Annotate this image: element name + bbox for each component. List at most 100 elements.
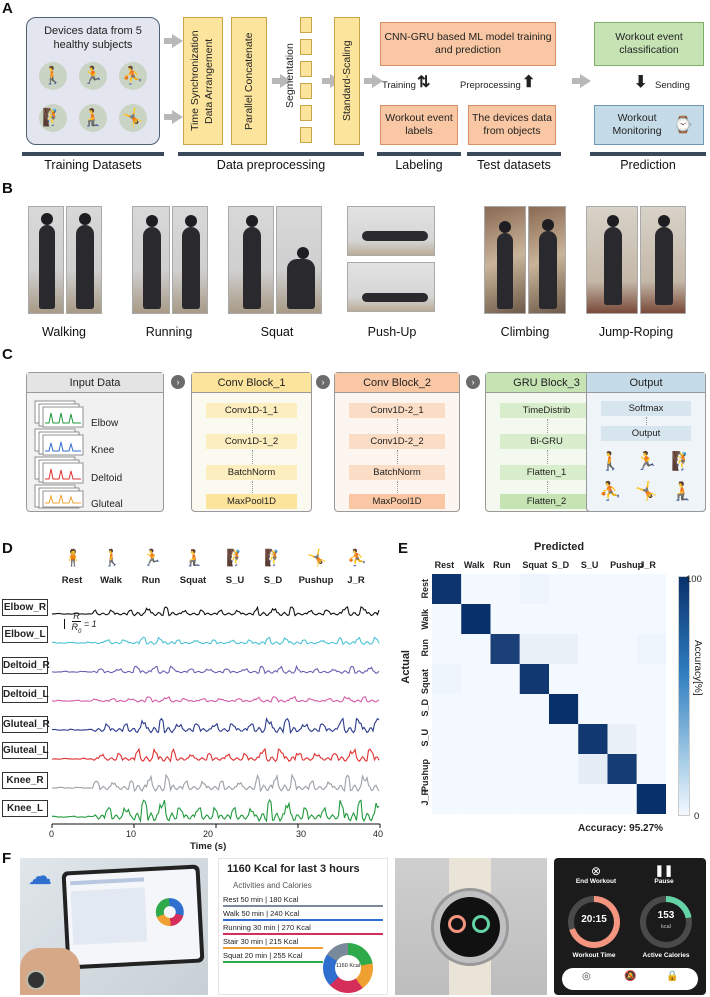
heatmap-cell xyxy=(549,784,579,814)
colorbar-min: 0 xyxy=(694,811,700,822)
running-photo xyxy=(172,206,208,314)
channel-label: Elbow xyxy=(91,418,119,429)
output-block-frame: Output Softmax Output 🚶 🏃 🧗 ⛹ 🤸 🧎 xyxy=(586,372,706,512)
heatmap-cell xyxy=(549,634,579,664)
activity-label: Pushup xyxy=(298,575,334,586)
segment xyxy=(300,127,312,143)
run-icon: 🏃 xyxy=(142,550,162,567)
layer: MaxPool1D xyxy=(349,494,445,509)
cloud-icon: ☁ xyxy=(28,863,52,890)
chevron-right-icon: › xyxy=(171,375,185,389)
signal-trace xyxy=(51,747,380,763)
monitoring-label: Workout Monitoring xyxy=(612,112,662,137)
section-label: Prediction xyxy=(620,158,676,172)
activity-label: Rest xyxy=(61,575,83,586)
jumprope-photo xyxy=(586,206,638,314)
formula-subscript: 0 xyxy=(78,628,82,635)
heatmap-y-tick: Squat xyxy=(420,669,430,695)
heatmap-cell xyxy=(636,634,666,664)
layer: BatchNorm xyxy=(206,465,297,480)
heatmap-cell xyxy=(578,754,608,784)
layer: Conv1D-2_2 xyxy=(349,434,445,449)
activity-caption: Jump-Roping xyxy=(598,325,674,339)
pushup-photo xyxy=(347,206,435,256)
section-bar xyxy=(178,152,364,156)
climbing-photo xyxy=(528,206,566,314)
layer: Flatten_2 xyxy=(500,494,593,509)
stair-icon: 🧗 xyxy=(671,451,694,471)
heatmap-cell xyxy=(636,784,666,814)
heatmap-cell xyxy=(519,694,549,724)
signal-trace xyxy=(51,636,380,646)
heatmap-x-tick: J_R xyxy=(639,560,656,570)
segmentation-label: Segmentation xyxy=(284,43,296,109)
heatmap-cell xyxy=(432,784,462,814)
walking-photo xyxy=(28,206,64,314)
close-icon: ⊗ xyxy=(590,864,602,878)
conv-block-2-title: Conv Block_2 xyxy=(335,373,459,393)
heatmap-y-tick: Walk xyxy=(420,609,430,630)
scaling-box xyxy=(334,17,360,145)
flow-arrow xyxy=(164,34,183,48)
squat-photo xyxy=(228,206,274,314)
pushup-icon: 🤸 xyxy=(307,550,327,567)
heatmap-x-tick: Squat xyxy=(522,560,548,570)
signal-plot xyxy=(51,605,381,828)
target-icon[interactable]: ◎ xyxy=(582,971,591,982)
layer: Output xyxy=(601,426,691,441)
scaling-label: Standard-Scaling xyxy=(341,40,353,122)
calorie-summary-card: 1160 Kcal for last 3 hours Activities an… xyxy=(218,858,388,995)
conv-block-1: Conv Block_1 Conv1D-1_1 Conv1D-1_2 Batch… xyxy=(191,372,312,512)
x-tick: 10 xyxy=(126,829,137,839)
devices-data-title: Devices data from 5 healthy subjects xyxy=(44,25,142,51)
activity-caption: Push-Up xyxy=(367,325,417,339)
end-workout-button[interactable]: ⊗ End Workout xyxy=(568,864,624,885)
heatmap-x-tick: Pushup xyxy=(610,560,644,570)
active-calories-unit: kcal xyxy=(661,924,671,930)
signal-label: Elbow_L xyxy=(2,626,48,643)
activity-label: S_D xyxy=(263,575,283,586)
heatmap-cell xyxy=(607,634,637,664)
section-bar xyxy=(377,152,461,156)
signal-trace xyxy=(51,716,380,735)
heatmap-cell xyxy=(578,784,608,814)
heatmap-cell xyxy=(519,604,549,634)
mute-icon[interactable]: 🔕 xyxy=(624,971,637,982)
signal-trace xyxy=(51,664,380,675)
training-arrow-label: Training xyxy=(382,80,416,91)
channel-label: Gluteal xyxy=(91,499,123,510)
layer: Conv1D-2_1 xyxy=(349,403,445,418)
heatmap-cell xyxy=(549,574,579,604)
activity-caption: Climbing xyxy=(500,325,550,339)
watch-icon: ⌚ xyxy=(673,116,693,134)
heatmap-y-tick: S_U xyxy=(420,729,430,747)
jump-rope-icon: ⛹ xyxy=(119,62,147,90)
heatmap-cell xyxy=(607,574,637,604)
accuracy-text: Accuracy: 95.27% xyxy=(578,823,664,834)
heatmap-cell xyxy=(519,784,549,814)
panel-label-a: A xyxy=(2,0,13,17)
heatmap-cell xyxy=(490,604,520,634)
signal-label: Deltoid_R xyxy=(2,657,50,674)
heatmap-cell xyxy=(432,694,462,724)
heatmap-title: Predicted xyxy=(534,541,585,553)
pause-button[interactable]: ❚❚ Pause xyxy=(640,864,688,885)
heatmap-cell xyxy=(578,694,608,724)
formula-denominator: R xyxy=(71,622,79,632)
chevron-right-icon: › xyxy=(466,375,480,389)
heatmap-cell xyxy=(607,754,637,784)
watch-face xyxy=(431,888,509,966)
heatmap-cell xyxy=(432,604,462,634)
heatmap-cell xyxy=(607,784,637,814)
time-sync-box xyxy=(183,17,223,145)
classification-box: Workout event classification xyxy=(594,22,704,66)
heatmap-cell xyxy=(607,724,637,754)
activity-label: Squat xyxy=(179,575,207,586)
heatmap-cell xyxy=(432,574,462,604)
signal-label: Gluteal_L xyxy=(2,742,49,759)
activity-icon-grid: 🚶 🏃 ⛹ 🧗 🧎 🤸 xyxy=(37,62,149,140)
lock-icon[interactable]: 🔒 xyxy=(666,971,679,982)
heatmap-cell xyxy=(432,724,462,754)
section-label: Training Datasets xyxy=(44,158,142,172)
heatmap-y-tick: J_R xyxy=(420,789,430,806)
